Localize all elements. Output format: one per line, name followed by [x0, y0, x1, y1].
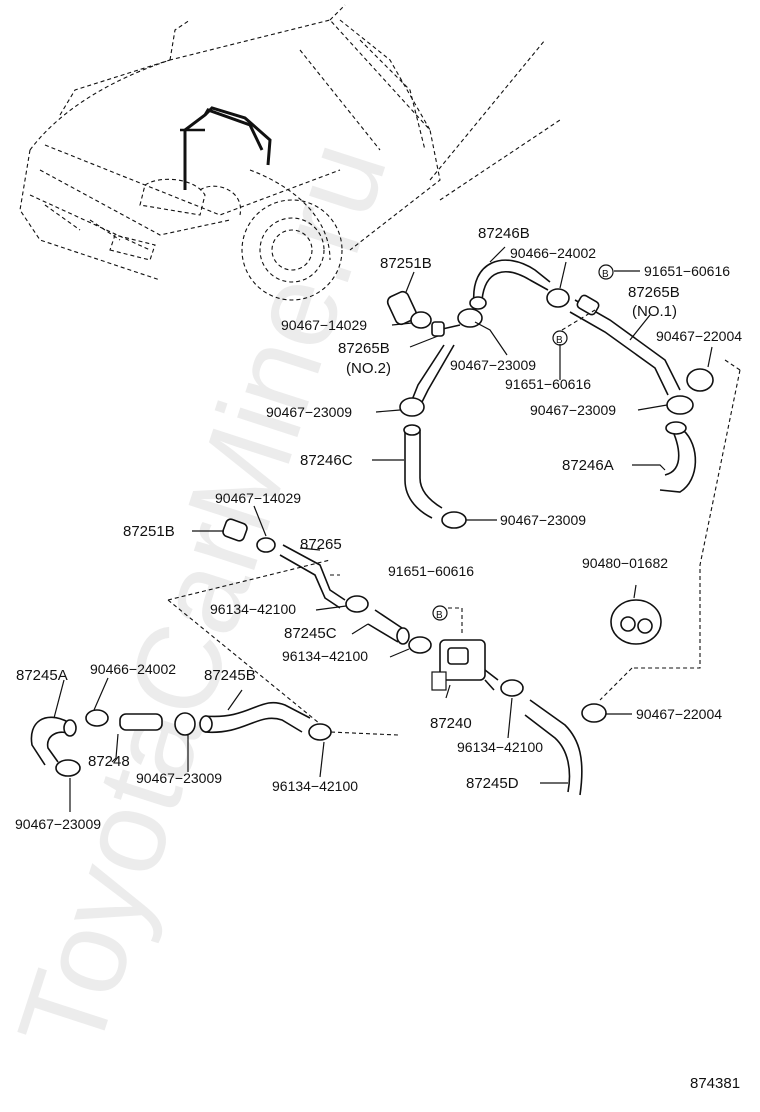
label-96134-42100-b: 96134−42100: [282, 648, 368, 664]
label-no2: (NO.2): [346, 360, 391, 377]
label-87240: 87240: [430, 715, 472, 732]
label-87245D: 87245D: [466, 775, 519, 792]
label-87265B-no1: 87265B: [628, 284, 680, 301]
label-90467-23009-mid: 90467−23009: [450, 357, 536, 373]
label-90467-23009-low: 90467−23009: [136, 770, 222, 786]
label-87265B-no2: 87265B: [338, 340, 390, 357]
label-90467-23009-c: 90467−23009: [500, 512, 586, 528]
label-87245B: 87245B: [204, 667, 256, 684]
diagram-id: 874381: [690, 1075, 740, 1092]
label-90466-24002-top: 90466−24002: [510, 245, 596, 261]
label-87248: 87248: [88, 753, 130, 770]
label-90467-23009-right: 90467−23009: [530, 402, 616, 418]
label-87246B: 87246B: [478, 225, 530, 242]
label-87245A: 87245A: [16, 667, 68, 684]
label-96134-42100-d: 96134−42100: [272, 778, 358, 794]
label-96134-42100-a: 96134−42100: [210, 601, 296, 617]
label-90467-23009-bottom: 90467−23009: [15, 816, 101, 832]
label-87246A: 87246A: [562, 457, 614, 474]
label-87245C: 87245C: [284, 625, 337, 642]
middle-hose-assembly: [167, 359, 741, 796]
label-90467-14029-top: 90467−14029: [281, 317, 367, 333]
label-96134-42100-c: 96134−42100: [457, 739, 543, 755]
label-91651-60616-low: 91651−60616: [388, 563, 474, 579]
label-90480-01682: 90480−01682: [582, 555, 668, 571]
part-labels: 87251B 90467−14029 87265B (NO.2) 90467−2…: [15, 225, 742, 1092]
label-90467-23009-a: 90467−23009: [266, 404, 352, 420]
label-91651-60616-top: 91651−60616: [644, 263, 730, 279]
label-87251B-mid: 87251B: [123, 523, 175, 540]
label-90467-22004-low: 90467−22004: [636, 706, 722, 722]
label-90467-14029-mid: 90467−14029: [215, 490, 301, 506]
marker-b-3: B: [436, 610, 443, 621]
label-87246C: 87246C: [300, 452, 353, 469]
label-91651-60616-mid: 91651−60616: [505, 376, 591, 392]
label-no1: (NO.1): [632, 303, 677, 320]
car-illustration: [19, 4, 561, 301]
lower-hose-assembly: [30, 701, 332, 777]
marker-b-2: B: [556, 335, 563, 346]
upper-hose-assembly: [386, 259, 714, 529]
label-87265: 87265: [300, 536, 342, 553]
marker-b-1: B: [602, 269, 609, 280]
leader-lines: [53, 246, 713, 812]
label-90467-22004-top: 90467−22004: [656, 328, 742, 344]
label-87251B-top: 87251B: [380, 255, 432, 272]
label-90466-24002-low: 90466−24002: [90, 661, 176, 677]
